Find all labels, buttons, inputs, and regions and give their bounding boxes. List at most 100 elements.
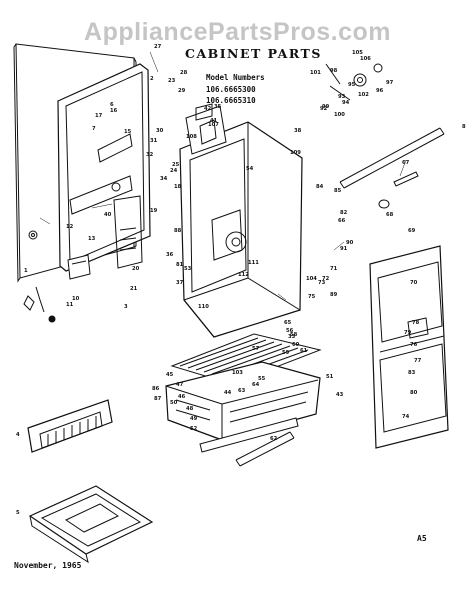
diagram-title: CABINET PARTS xyxy=(185,46,322,61)
part-callout: 101 xyxy=(310,70,321,76)
part-callout: 96 xyxy=(376,88,384,94)
part-callout: 6 xyxy=(110,102,114,108)
part-callout: 44 xyxy=(224,390,232,396)
part-callout: 112 xyxy=(238,272,249,278)
part-callout: 71 xyxy=(330,266,338,272)
part-callout: 37 xyxy=(176,280,184,286)
part-callout: 3 xyxy=(124,304,128,310)
leader-lines xyxy=(39,51,407,301)
part-callout: 35 xyxy=(214,104,222,110)
part-callout: 85 xyxy=(334,188,342,194)
part-callout: 40 xyxy=(104,212,112,218)
part-callout: 102 xyxy=(358,92,369,98)
part-callout: 87 xyxy=(154,396,162,402)
part-callout: 66 xyxy=(338,218,346,224)
part-callout: 108 xyxy=(186,134,197,140)
part-callout: 56 xyxy=(286,328,294,334)
part-callout: 70 xyxy=(410,280,418,286)
part-callout: 95 xyxy=(348,82,356,88)
part-callout: 93 xyxy=(338,94,346,100)
part-callout: 5 xyxy=(16,510,20,516)
part-callout: 54 xyxy=(246,166,254,172)
crisper-frame xyxy=(369,245,449,449)
part-callout: 89 xyxy=(330,292,338,298)
mullion-bracket xyxy=(113,195,143,269)
part-callout: 53 xyxy=(184,266,192,272)
part-callout: 59 xyxy=(282,350,290,356)
part-callout: 98 xyxy=(330,68,338,74)
part-callout: 69 xyxy=(408,228,416,234)
part-callout: 16 xyxy=(110,108,118,114)
part-callout: 23 xyxy=(168,78,176,84)
part-callout: 41 xyxy=(210,118,218,124)
part-callout: 21 xyxy=(130,286,138,292)
small-parts-right xyxy=(111,63,419,209)
part-callout: 86 xyxy=(152,386,160,392)
part-callout: 76 xyxy=(410,342,418,348)
part-callout: 28 xyxy=(180,70,188,76)
part-callout: 97 xyxy=(386,80,394,86)
part-callout: 24 xyxy=(170,168,178,174)
part-callout: 67 xyxy=(402,160,410,166)
part-callout: 34 xyxy=(160,176,168,182)
part-callout: 10 xyxy=(72,296,80,302)
crisper-rail xyxy=(235,431,295,467)
page-code: A5 xyxy=(417,534,427,543)
part-callout: 63 xyxy=(238,388,246,394)
part-callout: 20 xyxy=(132,266,140,272)
part-callout: 81 xyxy=(176,262,184,268)
part-callout: 92 xyxy=(320,106,328,112)
crisper-pan xyxy=(165,361,321,453)
part-callout: 88 xyxy=(174,228,182,234)
model-numbers-heading: Model Numbers xyxy=(206,73,265,82)
part-callout: 84 xyxy=(316,184,324,190)
part-callout: 100 xyxy=(334,112,345,118)
part-callout: 4 xyxy=(16,432,20,438)
part-callout: 18 xyxy=(174,184,182,190)
part-callout: 25 xyxy=(172,162,180,168)
part-callout: 51 xyxy=(326,374,334,380)
part-callout: 7 xyxy=(92,126,96,132)
part-callout: 27 xyxy=(154,44,162,50)
part-callout: 109 xyxy=(290,150,301,156)
part-callout: 91 xyxy=(340,246,348,252)
part-callout: 29 xyxy=(178,88,186,94)
part-callout: 68 xyxy=(386,212,394,218)
kick-grille xyxy=(27,399,113,453)
part-callout: 50 xyxy=(170,400,178,406)
part-callout: 58 xyxy=(290,332,298,338)
part-callout: 32 xyxy=(146,152,154,158)
part-callout: 30 xyxy=(156,128,164,134)
part-callout: 1 xyxy=(24,268,28,274)
part-callout: 19 xyxy=(150,208,158,214)
part-callout: 73 xyxy=(318,280,326,286)
hinge-parts xyxy=(23,230,91,323)
part-callout: 42 xyxy=(204,106,212,112)
part-callout: 36 xyxy=(166,252,174,258)
part-callout: 48 xyxy=(186,406,194,412)
control-assembly xyxy=(185,103,227,155)
part-callout: 49 xyxy=(190,416,198,422)
part-callout: 17 xyxy=(95,113,103,119)
model-number: 106.6665310 xyxy=(206,96,256,105)
part-callout: 31 xyxy=(150,138,158,144)
part-callout: 80 xyxy=(410,390,418,396)
part-callout: 82 xyxy=(340,210,348,216)
part-callout: 72 xyxy=(322,276,330,282)
drip-tray xyxy=(28,485,154,564)
footer-date: November, 1965 xyxy=(14,561,82,570)
part-callout: 103 xyxy=(232,370,243,376)
part-callout: 64 xyxy=(252,382,260,388)
part-callout: 38 xyxy=(294,128,302,134)
part-callout: 83 xyxy=(408,370,416,376)
part-callout: 57 xyxy=(252,346,260,352)
part-callout: 33 xyxy=(288,334,296,340)
part-callout: 74 xyxy=(402,414,410,420)
drain-tube xyxy=(339,127,445,189)
part-callout: 62 xyxy=(270,436,278,442)
part-callout: 8 xyxy=(462,124,466,130)
part-callout: 60 xyxy=(292,342,300,348)
part-callout: 107 xyxy=(208,122,219,128)
